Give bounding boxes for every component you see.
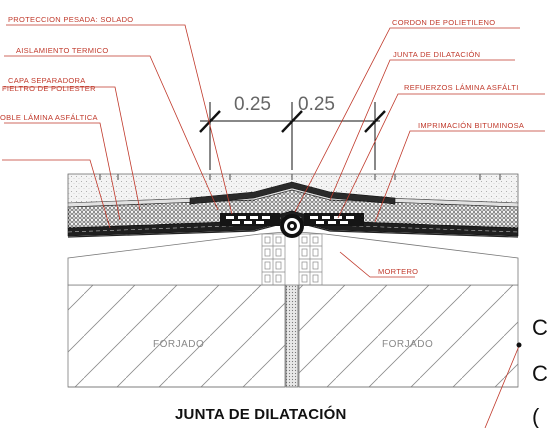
dimension-left: 0.25 (234, 94, 271, 115)
label-capa-2: FIELTRO DE POLIESTER (2, 84, 96, 93)
mortero-screed (67, 231, 519, 286)
side-glyph-2: C (532, 361, 548, 386)
label-cordon: CORDON DE POLIETILENO (392, 18, 495, 27)
label-imprimacion: IMPRIMACIÓN BITUMINOSA (418, 121, 524, 130)
brick-upstand-right (298, 233, 323, 286)
label-mortero: MORTERO (378, 267, 418, 276)
label-proteccion: PROTECCION PESADA: SOLADO (8, 15, 133, 24)
solado-tile-joints (99, 174, 501, 180)
label-aislamiento: AISLAMIENTO TERMICO (16, 46, 109, 55)
leader-lines (2, 24, 545, 428)
label-refuerzos: REFUERZOS LÁMINA ASFÁLTI (404, 83, 519, 92)
side-glyph-1: C (532, 315, 548, 340)
refuerzos-lamina (189, 181, 396, 205)
slab-right (298, 284, 519, 388)
label-forjado-left: FORJADO (153, 339, 204, 350)
cordon-polietileno (280, 214, 304, 238)
label-junta: JUNTA DE DILATACIÓN (393, 50, 480, 59)
side-glyph-3: ( (532, 404, 540, 428)
dimension-right: 0.25 (298, 94, 335, 115)
brick-upstand-left (261, 233, 286, 286)
label-forjado-right: FORJADO (382, 339, 433, 350)
label-capa-1: CAPA SEPARADORA (8, 76, 86, 85)
drawing-title: JUNTA DE DILATACIÓN (175, 405, 347, 423)
slab-left (67, 284, 286, 388)
leader-dot (516, 342, 522, 348)
joint-bituminous-blocks (220, 213, 364, 226)
dimension-line (199, 102, 386, 170)
label-doble: OBLE LÁMINA ASFÁLTICA (0, 113, 98, 122)
